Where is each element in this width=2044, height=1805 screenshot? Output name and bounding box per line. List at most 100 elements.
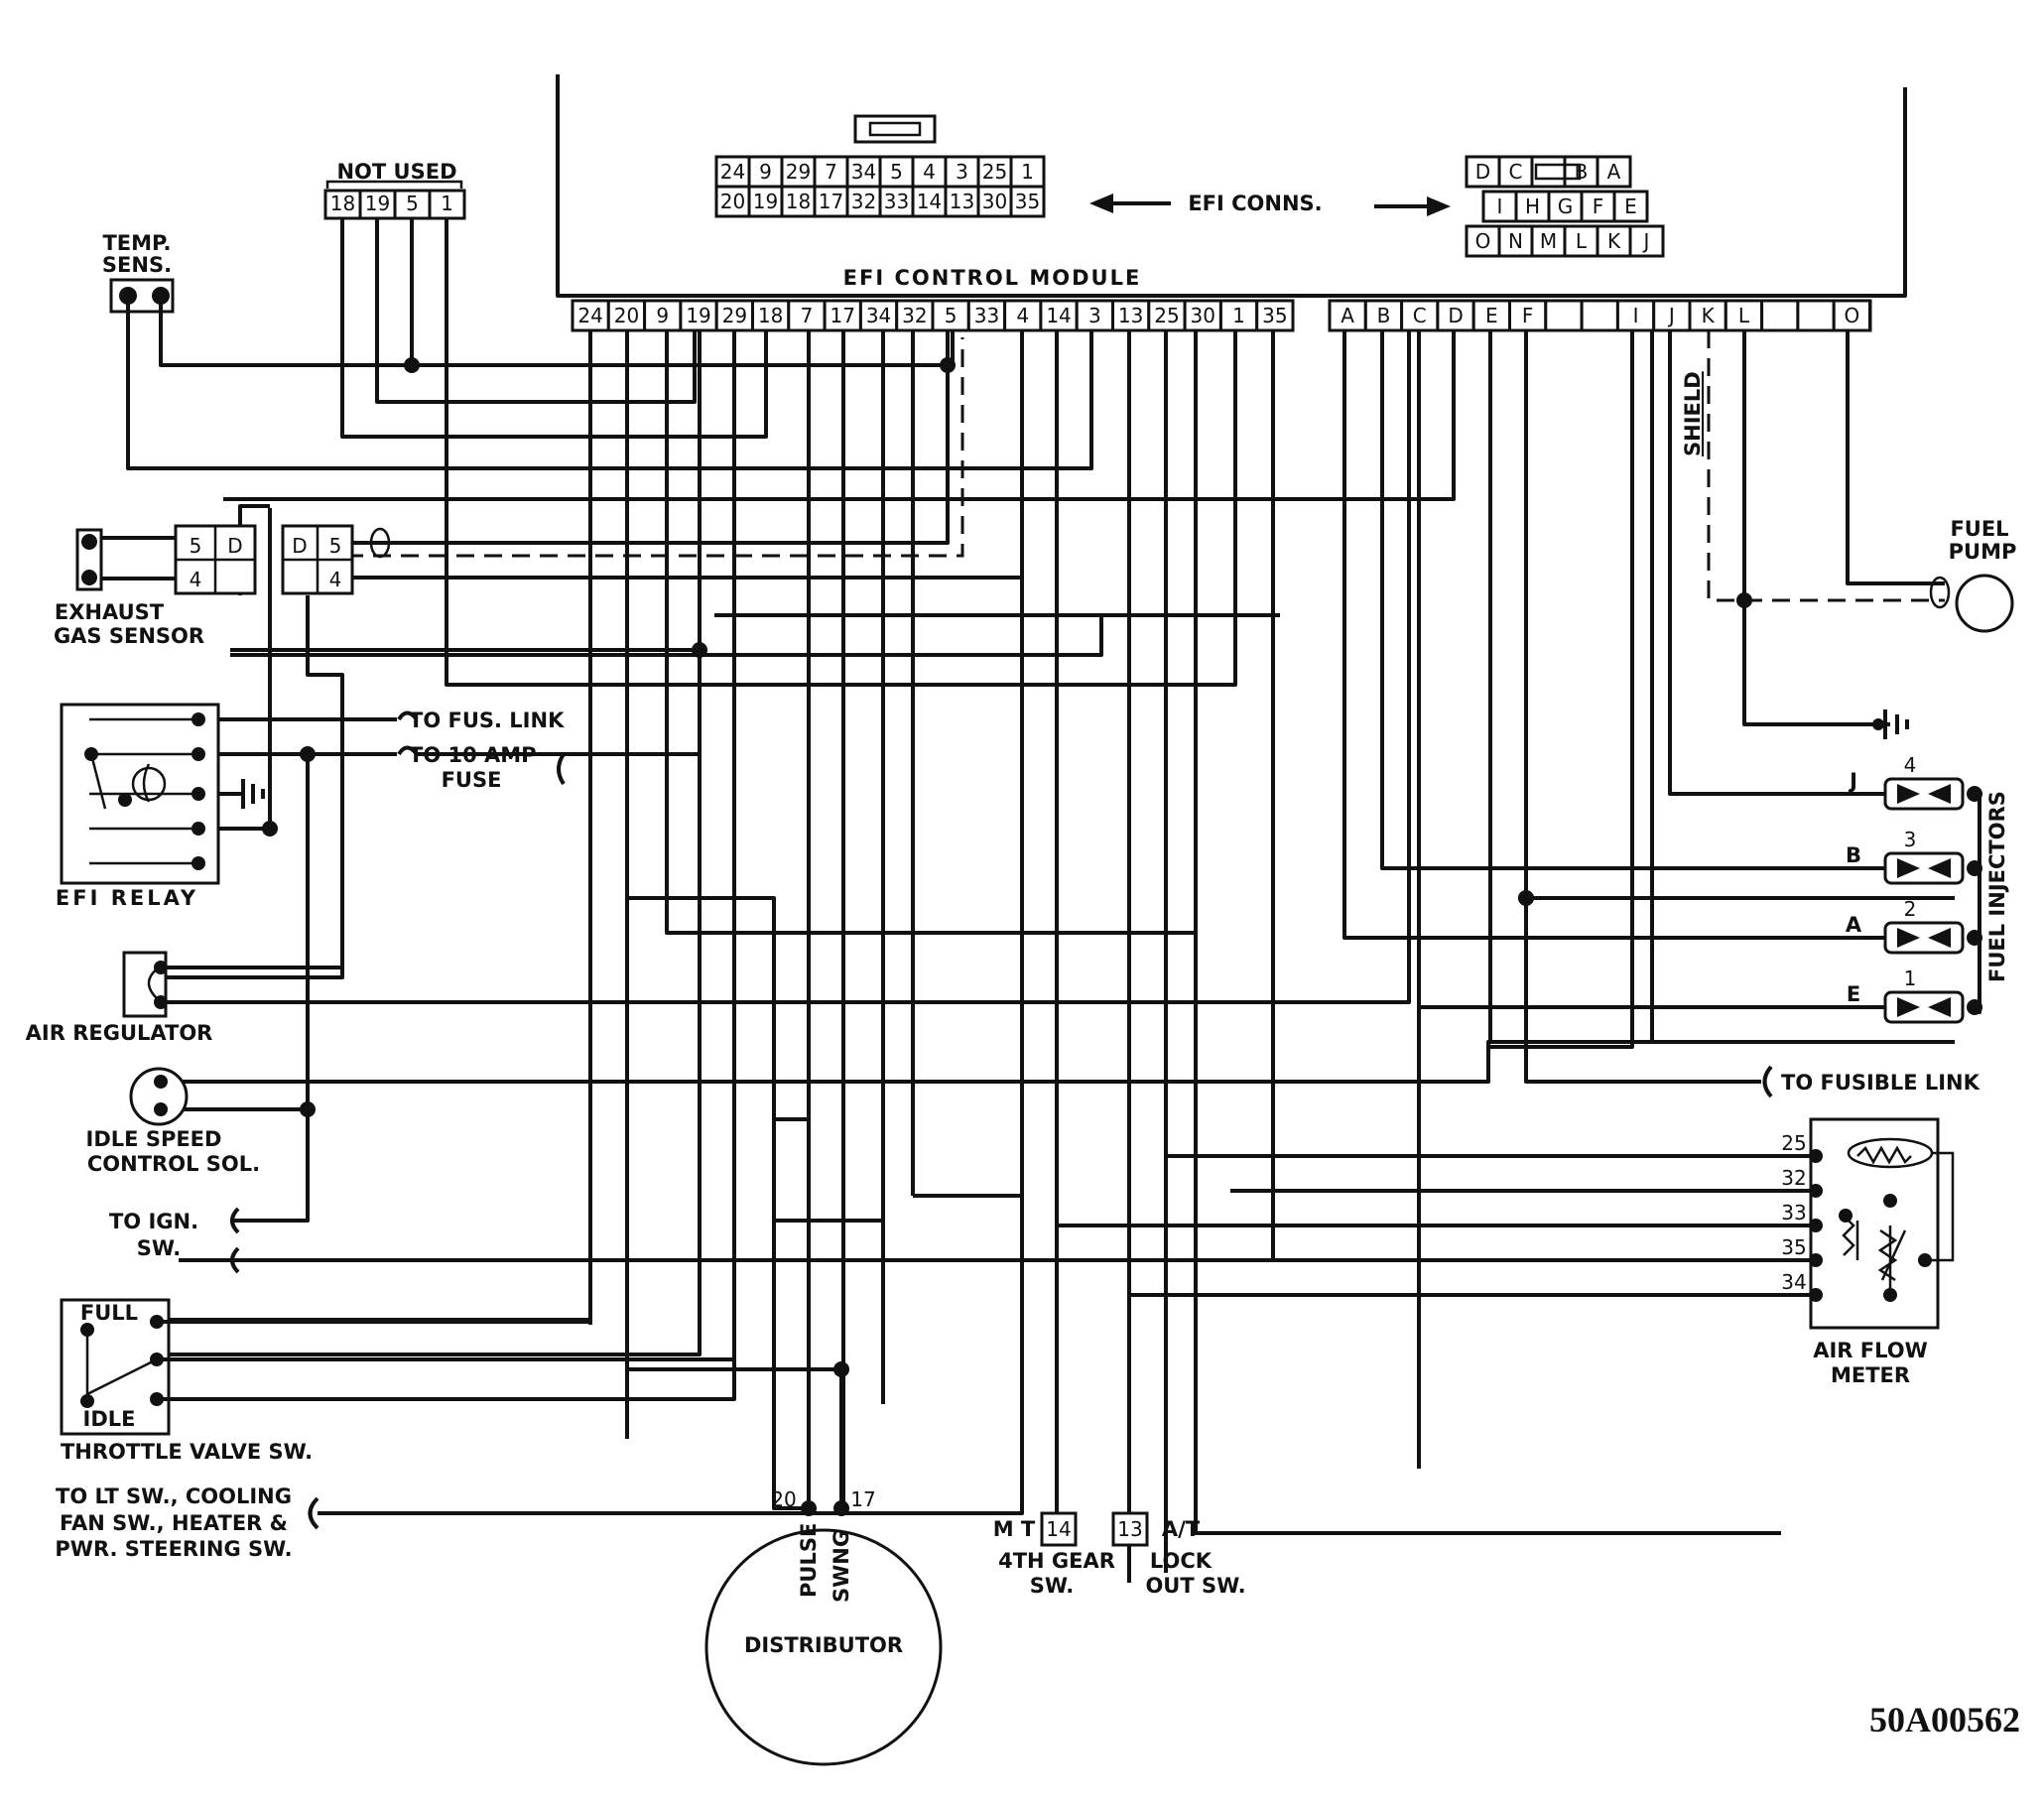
- module-pin-b-3: D: [1436, 299, 1475, 332]
- afm-terminal: [1809, 1288, 1823, 1302]
- module-pin-b-0: A: [1328, 299, 1367, 332]
- module-pin-label: 25: [1154, 304, 1179, 327]
- module-pin-b-label: B: [1377, 304, 1391, 327]
- conn-a-bottom-label: 20: [720, 190, 745, 213]
- conn-b-r2-3: F: [1580, 190, 1616, 223]
- conn-b-r1-label: A: [1607, 160, 1621, 184]
- conn-a-bottom-2: 18: [780, 185, 817, 218]
- injector-number: 4: [1904, 753, 1917, 777]
- reference-code: 50A00562: [1869, 1700, 2020, 1740]
- conn-b-r3-1: N: [1497, 224, 1534, 258]
- ign-sw-line2: SW.: [137, 1236, 182, 1260]
- conn-a-bottom-label: 30: [982, 190, 1007, 213]
- conn-a-bottom-0: 20: [714, 185, 751, 218]
- module-pin-label: 17: [830, 304, 855, 327]
- conn-b-r2-1: H: [1514, 190, 1551, 223]
- module-pin-b-label: A: [1341, 304, 1354, 327]
- module-pin-label: 1: [1232, 304, 1245, 327]
- distributor-pin-swng: 17: [850, 1487, 875, 1511]
- conn-a-bottom-label: 19: [753, 190, 778, 213]
- conn-a-bottom-1: 19: [747, 185, 784, 218]
- conn-b-r1-label: C: [1509, 160, 1523, 184]
- module-pin-b-label: E: [1485, 304, 1498, 327]
- afm-terminal: [1809, 1149, 1823, 1163]
- temp-sensor-line1: TEMP.: [102, 231, 171, 255]
- injector-letter: E: [1847, 982, 1860, 1006]
- conn-b-r3-label: J: [1642, 229, 1650, 253]
- fuel-injectors-label: FUEL INJECTORS: [1985, 791, 2009, 982]
- conn-a-top-label: 7: [825, 160, 837, 184]
- conn-b-r2-label: G: [1558, 194, 1574, 218]
- exhaust-pin-right: 4: [329, 568, 342, 591]
- conn-a-bottom-9: 35: [1009, 185, 1046, 218]
- module-pin-label: 7: [801, 304, 814, 327]
- conn-b-r1-3: B: [1563, 155, 1599, 189]
- module-pin-label: 34: [866, 304, 891, 327]
- lockout-sw: 13 A/T LOCK OUT SW.: [1111, 330, 1246, 1598]
- injector-number: 2: [1904, 897, 1917, 921]
- to-fusible-link: TO FUSIBLE LINK: [1762, 1065, 1980, 1098]
- conn-a-top-label: 34: [851, 160, 876, 184]
- throttle-valve-sw: FULL IDLE THROTTLE VALVE SW.: [60, 1298, 734, 1464]
- exhaust-pin-right: D: [292, 534, 307, 558]
- fourth-gear-line2: SW.: [1030, 1574, 1075, 1598]
- air-flow-line2: METER: [1831, 1363, 1910, 1387]
- junction-dots: [262, 357, 1534, 1117]
- conn-a-top-4: 34: [845, 155, 882, 189]
- fuel-injector-1: E1: [1847, 967, 1982, 1024]
- conn-b-r1-label: D: [1475, 160, 1490, 184]
- module-pin-b-label: C: [1413, 304, 1427, 327]
- conn-b-r3-label: L: [1576, 229, 1588, 253]
- misc-sw-line1: TO LT SW., COOLING: [56, 1484, 292, 1508]
- fourth-gear-sw: 14 M T 4TH GEAR SW.: [993, 330, 1115, 1598]
- fuel-pump-line2: PUMP: [1949, 540, 2017, 564]
- conn-b-r1-label: B: [1575, 160, 1589, 184]
- conn-b-r2-4: E: [1612, 190, 1649, 223]
- not-used-pin-label: 19: [365, 192, 390, 215]
- afm-pin-label: 33: [1781, 1201, 1806, 1225]
- exhaust-pin-left: 5: [190, 534, 202, 558]
- conn-b-r2-label: H: [1525, 194, 1540, 218]
- conn-a-top-8: 25: [976, 155, 1013, 189]
- module-pin-label: 4: [1016, 304, 1029, 327]
- conn-b-r3-label: N: [1508, 229, 1523, 253]
- conn-b-r3-5: J: [1628, 224, 1665, 258]
- module-pin-6: 7: [787, 299, 827, 332]
- module-pin-2: 9: [643, 299, 683, 332]
- module-title: EFI CONTROL MODULE: [843, 266, 1142, 290]
- conn-b-r3-3: L: [1563, 224, 1599, 258]
- to-10amp-line1: TO 10 AMP: [409, 743, 537, 767]
- afm-terminal: [1809, 1219, 1823, 1232]
- idle-speed-line1: IDLE SPEED: [86, 1127, 222, 1151]
- not-used-pin-label: 18: [330, 192, 355, 215]
- air-flow-line1: AIR FLOW: [1813, 1339, 1928, 1362]
- distributor: 20 17 PULSE SWNG DISTRIBUTOR: [704, 1119, 943, 1766]
- conn-a-top-label: 25: [982, 160, 1007, 184]
- conn-b-r2-2: G: [1547, 190, 1584, 223]
- not-used-pin-0: 18: [323, 189, 362, 220]
- conn-a-bottom-7: 13: [944, 185, 980, 218]
- module-pin-label: 9: [656, 304, 669, 327]
- module-pin-label: 18: [758, 304, 783, 327]
- module-pin-b-8: I: [1615, 299, 1656, 332]
- module-pin-15: 13: [1111, 299, 1151, 332]
- idle-speed-control-sol: IDLE SPEED CONTROL SOL.: [86, 1067, 260, 1176]
- misc-sw-line2: FAN SW., HEATER &: [60, 1511, 288, 1535]
- conn-a-bottom-label: 35: [1015, 190, 1040, 213]
- fourth-gear-line1: 4TH GEAR: [998, 1549, 1115, 1573]
- conn-a-top-label: 3: [956, 160, 968, 184]
- misc-switches: TO LT SW., COOLING FAN SW., HEATER & PWR…: [55, 1196, 1024, 1561]
- module-pin-19: 35: [1255, 299, 1295, 332]
- conn-a-top-2: 29: [780, 155, 817, 189]
- efi-relay: TO FUS. LINK TO 10 AMP FUSE EFI RELAY: [56, 703, 566, 910]
- lockout-pin: 13: [1117, 1517, 1142, 1541]
- module-pin-14: 3: [1075, 299, 1114, 332]
- lockout-line2: OUT SW.: [1145, 1574, 1245, 1598]
- throttle-full-label: FULL: [80, 1301, 138, 1325]
- not-used-label: NOT USED: [336, 160, 456, 184]
